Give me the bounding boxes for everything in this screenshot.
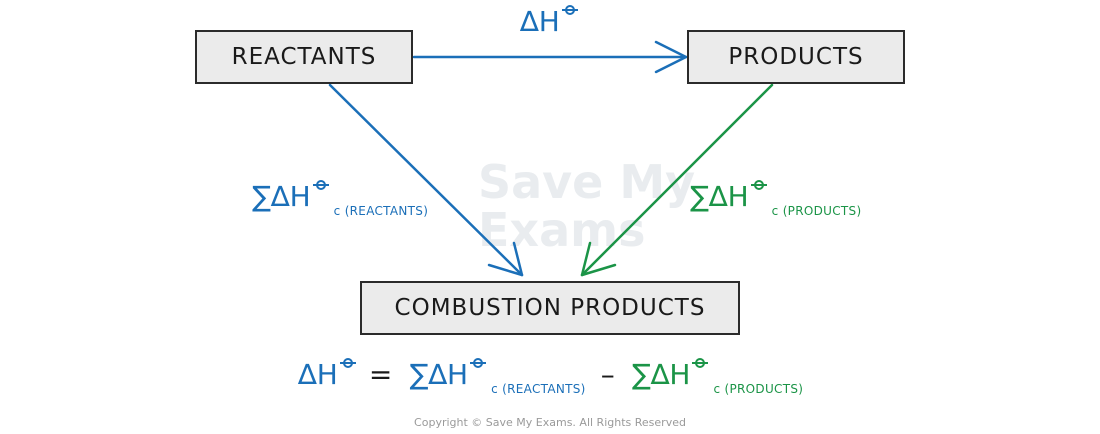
equals-sign: = <box>368 358 393 391</box>
combustion-subscript: c (PRODUCTS) <box>772 204 862 218</box>
standard-state-icon <box>470 358 488 370</box>
standard-state-icon <box>312 180 331 192</box>
sum-delta-h-symbol: ∑∆H <box>252 180 311 213</box>
combustion-products-box: COMBUSTION PRODUCTS <box>360 281 740 335</box>
products-box: PRODUCTS <box>687 30 905 84</box>
delta-h-symbol: ∆H <box>520 5 560 38</box>
left-arrow-label: ∑∆H c (REACTANTS) <box>252 180 428 218</box>
subscript-c: c <box>491 382 499 396</box>
sum-delta-h-symbol: ∑∆H <box>690 180 749 213</box>
reactants-label: REACTANTS <box>231 44 377 70</box>
equation: ∆H = ∑∆H c (REACTANTS) – ∑∆H c (PRODUCTS) <box>298 358 803 396</box>
combustion-products-label: COMBUSTION PRODUCTS <box>394 295 706 321</box>
subscript-c: c <box>333 204 341 218</box>
minus-sign: – <box>600 358 615 391</box>
products-label: PRODUCTS <box>728 44 864 70</box>
subscript-tag: (PRODUCTS) <box>724 382 804 396</box>
arrow-reactants-to-products <box>412 40 688 74</box>
top-arrow-label: ∆H <box>520 5 580 38</box>
standard-state-icon <box>339 358 358 370</box>
reactants-box: REACTANTS <box>195 30 413 84</box>
right-arrow-label: ∑∆H c (PRODUCTS) <box>690 180 861 218</box>
equation-lhs: ∆H <box>298 358 338 391</box>
copyright-notice: Copyright © Save My Exams. All Rights Re… <box>414 416 686 429</box>
standard-state-icon <box>692 358 710 370</box>
combustion-subscript: c (REACTANTS) <box>334 204 429 218</box>
arrow-reactants-to-combustion <box>328 83 524 277</box>
equation-term-reactants: ∑∆H <box>409 358 469 391</box>
subscript-tag: (REACTANTS) <box>502 382 586 396</box>
subscript-c: c <box>771 204 779 218</box>
combustion-subscript: c (REACTANTS) <box>491 382 586 396</box>
equation-term-products: ∑∆H <box>631 358 691 391</box>
subscript-c: c <box>713 382 721 396</box>
subscript-tag: (PRODUCTS) <box>782 204 862 218</box>
watermark-line-2: Exams <box>478 203 646 257</box>
subscript-tag: (REACTANTS) <box>344 204 429 218</box>
arrow-products-to-combustion <box>580 83 774 277</box>
combustion-subscript: c (PRODUCTS) <box>713 382 803 396</box>
watermark: Save My Exams <box>478 158 695 254</box>
standard-state-icon <box>750 180 769 192</box>
standard-state-icon <box>561 5 580 17</box>
